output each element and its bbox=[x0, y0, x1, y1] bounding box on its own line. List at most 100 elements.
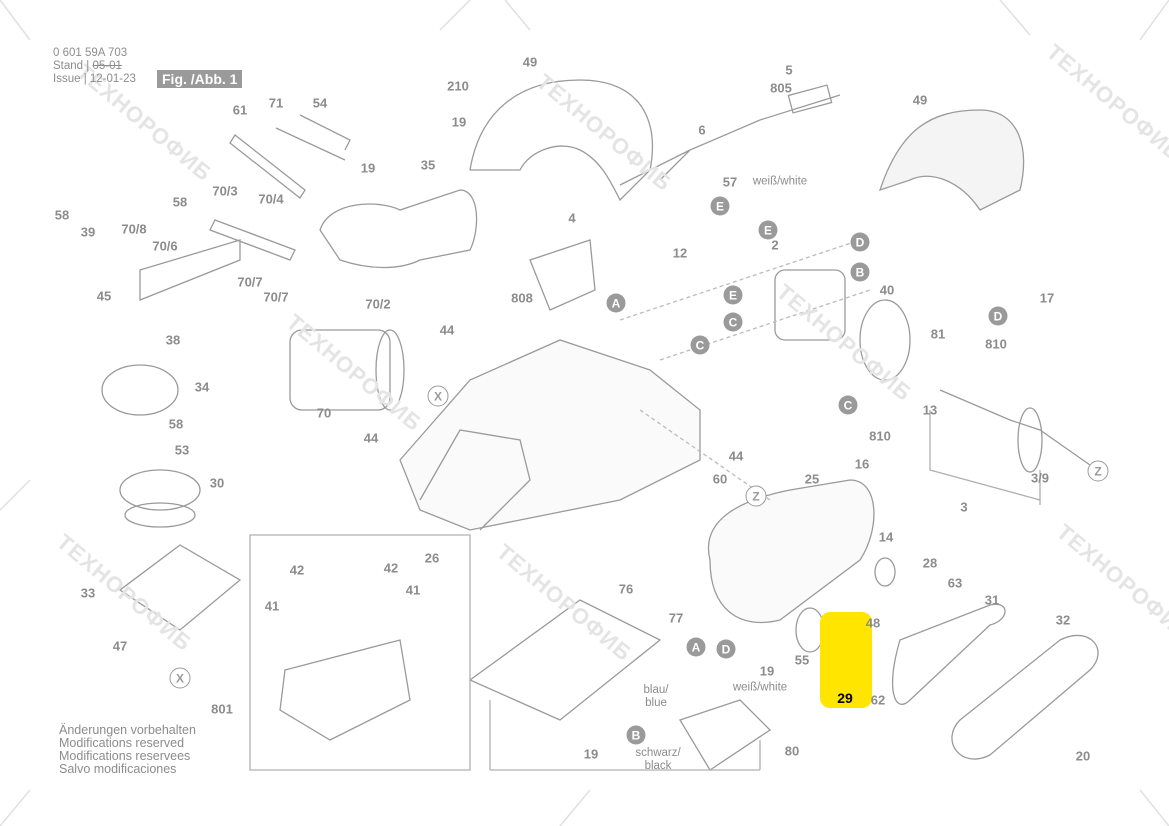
part-number-label[interactable]: 38 bbox=[165, 332, 181, 348]
cover-32 bbox=[951, 634, 1099, 760]
part-number-label[interactable]: 40 bbox=[879, 282, 895, 298]
part-number-label[interactable]: 70/7 bbox=[237, 274, 263, 290]
part-number-label[interactable]: 80 bbox=[784, 743, 800, 759]
connector-marker: E bbox=[758, 220, 778, 240]
part-number-label[interactable]: 55 bbox=[794, 652, 810, 668]
wire-color-label: schwarz/ black bbox=[635, 747, 681, 772]
connector-marker: B bbox=[626, 725, 646, 745]
part-number-label[interactable]: 34 bbox=[194, 379, 210, 395]
connector-marker: B bbox=[850, 262, 870, 282]
part-number-label[interactable]: 81 bbox=[930, 326, 946, 342]
part-number-label[interactable]: 54 bbox=[312, 95, 328, 111]
highlighted-part-number[interactable]: 29 bbox=[837, 690, 853, 706]
part-number-label[interactable]: 13 bbox=[922, 402, 938, 418]
issue-value: 12-01-23 bbox=[89, 73, 136, 85]
part-number-label[interactable]: 70/6 bbox=[152, 238, 178, 254]
part-number-label[interactable]: 42 bbox=[383, 560, 399, 576]
part-number-label[interactable]: 41 bbox=[264, 598, 280, 614]
knob-34 bbox=[101, 364, 179, 416]
part-number-label[interactable]: 25 bbox=[804, 471, 820, 487]
part-number-label[interactable]: 47 bbox=[112, 638, 128, 654]
wire-color-label: weiß/white bbox=[732, 681, 788, 694]
main-housing bbox=[399, 339, 701, 531]
stator-2 bbox=[774, 269, 846, 341]
part-number-label[interactable]: 60 bbox=[712, 471, 728, 487]
note-de: Änderungen vorbehalten bbox=[59, 723, 196, 737]
part-number-label[interactable]: 5 bbox=[785, 62, 793, 78]
part-number-label[interactable]: 26 bbox=[424, 550, 440, 566]
connector-marker: E bbox=[710, 196, 730, 216]
part-number-label[interactable]: 57 bbox=[722, 174, 738, 190]
connector-marker: A bbox=[606, 293, 626, 313]
part-number-label[interactable]: 2 bbox=[771, 237, 779, 253]
part-number-label[interactable]: 70/4 bbox=[258, 191, 284, 207]
part-number-label[interactable]: 58 bbox=[168, 416, 184, 432]
part-number-label[interactable]: 801 bbox=[211, 701, 233, 717]
connector-marker: D bbox=[716, 639, 736, 659]
part-number-label[interactable]: 44 bbox=[363, 430, 379, 446]
part-number-label[interactable]: 61 bbox=[232, 102, 248, 118]
part-number-label[interactable]: 17 bbox=[1039, 290, 1055, 306]
part-number-label[interactable]: 805 bbox=[770, 80, 792, 96]
part-number-label[interactable]: 33 bbox=[80, 585, 96, 601]
part-number-label[interactable]: 19 bbox=[360, 160, 376, 176]
part-number-label[interactable]: 3 bbox=[960, 499, 968, 515]
part-number-label[interactable]: 32 bbox=[1055, 612, 1071, 628]
part-number-label[interactable]: 70 bbox=[316, 405, 332, 421]
part-number-label[interactable]: 45 bbox=[96, 288, 112, 304]
part-number-label[interactable]: 76 bbox=[618, 581, 634, 597]
part-number-label[interactable]: 44 bbox=[439, 322, 455, 338]
modifications-notes: Änderungen vorbehalten Modifications res… bbox=[59, 724, 196, 776]
part-number-label[interactable]: 42 bbox=[289, 562, 305, 578]
part-number-label[interactable]: 12 bbox=[672, 245, 688, 261]
part-number-label[interactable]: 16 bbox=[854, 456, 870, 472]
part-number-label[interactable]: 35 bbox=[420, 157, 436, 173]
connector-marker: C bbox=[838, 395, 858, 415]
part-number-label[interactable]: 58 bbox=[172, 194, 188, 210]
figure-label: Fig. /Abb. 1 bbox=[157, 70, 243, 88]
connector-marker: C bbox=[690, 335, 710, 355]
part-number-label[interactable]: 49 bbox=[522, 54, 538, 70]
part-number-label[interactable]: 31 bbox=[984, 592, 1000, 608]
highlighted-part-box bbox=[820, 612, 872, 708]
part-number-label[interactable]: 19 bbox=[583, 746, 599, 762]
part-number-label[interactable]: 77 bbox=[668, 610, 684, 626]
part-number-label[interactable]: 62 bbox=[870, 692, 886, 708]
part-number-label[interactable]: 30 bbox=[209, 475, 225, 491]
part-number-label[interactable]: 70/8 bbox=[121, 221, 147, 237]
part-number-label[interactable]: 71 bbox=[268, 95, 284, 111]
part-number: 0 601 59A 703 bbox=[53, 47, 128, 59]
part-number-label[interactable]: 70/2 bbox=[365, 296, 391, 312]
part-number-label[interactable]: 70/3 bbox=[212, 183, 238, 199]
connector-marker: D bbox=[850, 232, 870, 252]
note-en: Modifications reserved bbox=[59, 736, 185, 750]
part-number-label[interactable]: 39 bbox=[80, 224, 96, 240]
part-number-label[interactable]: 6 bbox=[698, 122, 706, 138]
part-number-label[interactable]: 58 bbox=[54, 207, 70, 223]
document-header: 0 601 59A 703 Stand | 05-01 Issue | 12-0… bbox=[53, 47, 136, 85]
motor-70 bbox=[289, 329, 391, 411]
part-number-label[interactable]: 810 bbox=[869, 428, 891, 444]
part-number-label[interactable]: 48 bbox=[865, 615, 881, 631]
part-number-label[interactable]: 19 bbox=[759, 663, 775, 679]
part-number-label[interactable]: 19 bbox=[451, 114, 467, 130]
part-number-label[interactable]: 808 bbox=[511, 290, 533, 306]
part-number-label[interactable]: 14 bbox=[878, 529, 894, 545]
part-number-label[interactable]: 44 bbox=[728, 448, 744, 464]
part-number-label[interactable]: 53 bbox=[174, 442, 190, 458]
part-number-label[interactable]: 28 bbox=[922, 555, 938, 571]
handle-49 bbox=[469, 79, 654, 202]
part-number-label[interactable]: 4 bbox=[568, 210, 576, 226]
part-number-label[interactable]: 20 bbox=[1075, 748, 1091, 764]
connector-marker: Z bbox=[1087, 460, 1109, 482]
part-number-label[interactable]: 210 bbox=[447, 78, 469, 94]
connector-marker: Z bbox=[745, 485, 767, 507]
part-number-label[interactable]: 70/7 bbox=[263, 289, 289, 305]
part-number-label[interactable]: 3/9 bbox=[1030, 470, 1050, 486]
part-number-label[interactable]: 63 bbox=[947, 575, 963, 591]
part-number-label[interactable]: 810 bbox=[985, 336, 1007, 352]
part-number-label[interactable]: 49 bbox=[912, 92, 928, 108]
part-number-label[interactable]: 41 bbox=[405, 582, 421, 598]
